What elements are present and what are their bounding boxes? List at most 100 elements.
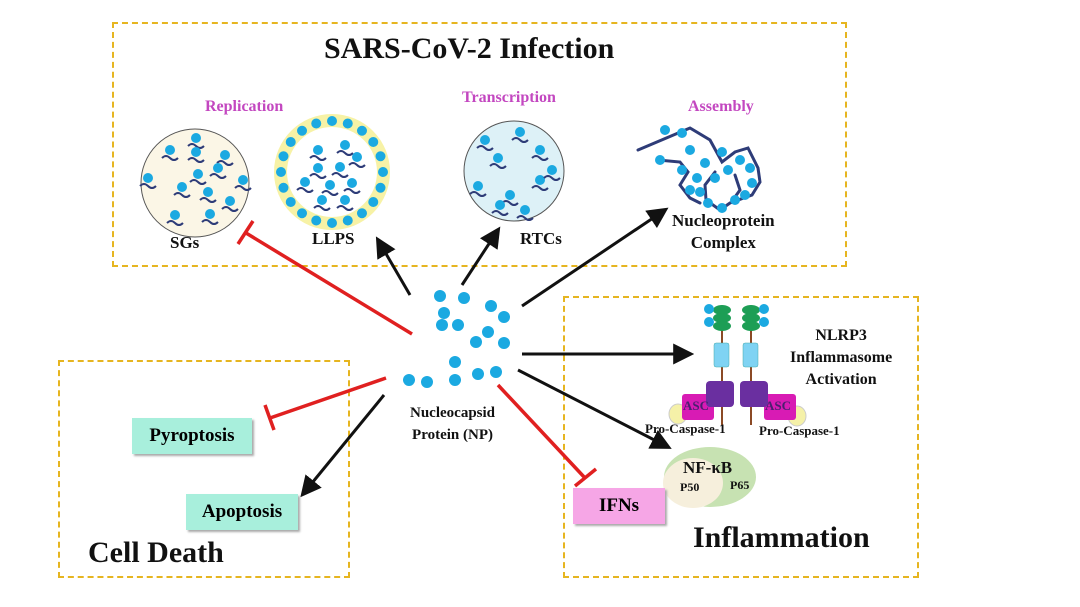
inhibit-pyroptosis: [263, 376, 387, 431]
np-particle: [191, 133, 201, 143]
np-particles: [403, 290, 510, 388]
nucleoprotein-chain-illustration: [636, 125, 762, 213]
nucleoprotein-line2: Complex: [690, 233, 756, 252]
np-line2: Protein (NP): [412, 427, 493, 443]
np-particle: [717, 147, 727, 157]
np-line1: Nucleocapsid: [410, 405, 496, 421]
arrow-to-nucleoprotein-complex: [521, 207, 669, 308]
np-particle: [547, 165, 557, 175]
np-particle: [170, 210, 180, 220]
np-particle: [143, 173, 153, 183]
transcription-label: Transcription: [462, 89, 556, 106]
p50-label: P50: [680, 480, 700, 494]
np-particle: [238, 175, 248, 185]
infection-title: SARS-CoV-2 Infection: [324, 32, 615, 65]
np-particle: [505, 190, 515, 200]
np-particle: [313, 163, 323, 173]
llps-label: LLPS: [312, 229, 355, 248]
np-particle: [352, 152, 362, 162]
np-particle: [213, 163, 223, 173]
np-particle: [325, 180, 335, 190]
np-particle: [368, 196, 379, 207]
np-particle: [375, 182, 386, 193]
np-particle: [458, 292, 470, 304]
np-particle: [473, 181, 483, 191]
np-particle: [745, 163, 755, 173]
procaspase-right-label: Pro-Caspase-1: [759, 423, 840, 438]
rtcs-illustration: [463, 120, 565, 222]
np-particle: [311, 118, 322, 129]
np-particle: [403, 374, 415, 386]
np-particle: [535, 145, 545, 155]
np-particle: [480, 135, 490, 145]
np-particle: [472, 368, 484, 380]
nfkb-label: NF-κB: [683, 458, 733, 477]
arrow-to-llps: [375, 236, 412, 296]
np-particle: [700, 158, 710, 168]
np-particle: [655, 155, 665, 165]
np-particle: [278, 151, 289, 162]
np-particle: [485, 300, 497, 312]
np-particle: [449, 356, 461, 368]
np-particle: [225, 196, 235, 206]
assembly-label: Assembly: [688, 98, 754, 115]
np-particle: [520, 205, 530, 215]
np-particle: [692, 173, 702, 183]
np-particle: [311, 215, 322, 226]
np-particle: [710, 173, 720, 183]
np-particle: [340, 140, 350, 150]
np-particle: [434, 290, 446, 302]
rtcs-label: RTCs: [520, 229, 562, 248]
np-particle: [498, 311, 510, 323]
np-particle: [297, 208, 308, 219]
replication-label: Replication: [205, 98, 284, 115]
inflammation-title: Inflammation: [693, 521, 870, 554]
np-particle: [368, 137, 379, 148]
np-particle: [278, 182, 289, 193]
np-particle: [740, 190, 750, 200]
inhibit-ifns: [496, 383, 598, 488]
np-particle: [285, 196, 296, 207]
nlrp3-label: NLRP3 Inflammasome Activation: [790, 325, 892, 391]
nucleoprotein-line1: Nucleoprotein: [672, 211, 775, 230]
np-particle: [220, 150, 230, 160]
np-particle: [340, 195, 350, 205]
np-particle: [515, 127, 525, 137]
np-particle: [342, 118, 353, 129]
np-particle: [677, 128, 687, 138]
np-particle: [356, 208, 367, 219]
np-particle: [285, 137, 296, 148]
np-particle: [327, 218, 337, 228]
np-particle: [177, 182, 187, 192]
llps-illustration: [274, 114, 390, 230]
np-particle: [685, 185, 695, 195]
arrow-to-rtcs: [460, 226, 501, 286]
pyroptosis-tag: Pyroptosis: [132, 418, 252, 454]
np-particle: [356, 125, 367, 136]
np-particle: [695, 187, 705, 197]
np-particle: [347, 178, 357, 188]
np-particle: [375, 151, 386, 162]
np-particle: [191, 147, 201, 157]
np-particle: [747, 178, 757, 188]
np-particle: [493, 153, 503, 163]
np-particle: [378, 167, 388, 177]
cell-death-title: Cell Death: [88, 536, 224, 569]
np-particle: [317, 195, 327, 205]
np-particle: [660, 125, 670, 135]
np-particle: [342, 215, 353, 226]
np-particle: [535, 175, 545, 185]
nlrp3-line1: NLRP3: [815, 327, 867, 344]
p65-label: P65: [730, 478, 750, 492]
sgs-illustration: [139, 128, 252, 238]
np-particle: [482, 326, 494, 338]
np-particle: [438, 307, 450, 319]
np-particle: [735, 155, 745, 165]
procaspase-left-label: Pro-Caspase-1: [645, 421, 726, 436]
np-particle: [421, 376, 433, 388]
np-particle: [436, 319, 448, 331]
arrow-to-apoptosis: [300, 394, 386, 498]
np-particle: [730, 195, 740, 205]
np-particle: [193, 169, 203, 179]
